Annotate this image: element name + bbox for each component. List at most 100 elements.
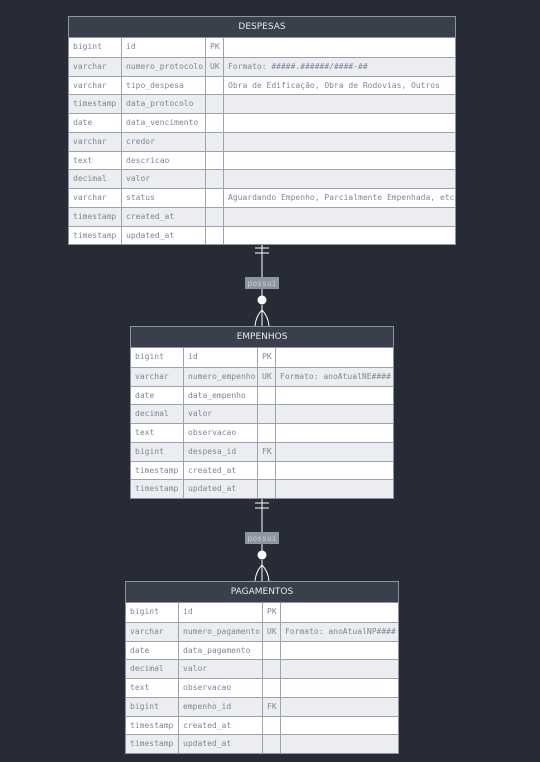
column-key	[257, 424, 275, 442]
relationship-label: possui	[248, 534, 277, 543]
relationship-label-bg	[245, 277, 279, 289]
column-note	[223, 132, 455, 151]
column-note	[275, 442, 393, 461]
column-key: UK	[205, 57, 223, 76]
column-type: text	[130, 683, 150, 692]
column-name: id	[183, 348, 257, 367]
column-name: descricao	[121, 151, 205, 170]
column-type: bigint	[130, 607, 159, 616]
column-name: valor	[183, 405, 257, 423]
column-note	[223, 151, 455, 170]
column-name: status	[121, 189, 205, 207]
column-type: varchar	[73, 136, 107, 146]
column-key: PK	[205, 38, 223, 57]
column-note	[275, 405, 393, 423]
column-type: date	[73, 118, 93, 127]
column-key	[262, 735, 280, 753]
relationship-label-bg	[245, 532, 279, 544]
column-type: text	[73, 155, 93, 165]
column-key: UK	[257, 367, 275, 386]
table-row[interactable]: timestamp updated_at	[131, 479, 393, 498]
column-type: varchar	[130, 626, 164, 636]
column-type: varchar	[73, 80, 107, 90]
column-note	[280, 641, 398, 660]
column-type: varchar	[73, 193, 107, 202]
column-name: updated_at	[183, 480, 257, 498]
column-type: varchar	[73, 61, 107, 71]
column-type: bigint	[130, 701, 159, 711]
column-name: numero_pagamento	[178, 622, 262, 641]
table-row[interactable]: text descricao	[69, 150, 455, 170]
column-key	[257, 386, 275, 405]
column-type: bigint	[135, 352, 164, 361]
column-type: text	[135, 428, 155, 437]
column-name: observacao	[183, 424, 257, 442]
column-key: FK	[257, 442, 275, 461]
column-note	[223, 170, 455, 188]
optional-mark	[257, 295, 267, 305]
column-key	[205, 76, 223, 95]
column-type: timestamp	[135, 484, 179, 494]
table-row[interactable]: text observacao	[131, 423, 393, 442]
column-type: decimal	[73, 174, 107, 184]
column-name: created_at	[178, 716, 262, 735]
relationship-label: possui	[248, 279, 277, 288]
column-name: updated_at	[121, 226, 205, 245]
column-type: timestamp	[130, 720, 174, 730]
relationship-despesas-empenhos: possui	[245, 241, 279, 327]
column-key	[205, 226, 223, 245]
column-key	[205, 207, 223, 226]
column-name: valor	[121, 170, 205, 188]
column-note	[275, 480, 393, 498]
column-key	[205, 170, 223, 188]
column-key	[262, 679, 280, 697]
column-note: Formato: anoAtualNE####	[275, 367, 393, 386]
column-name: data_vencimento	[121, 114, 205, 132]
column-note	[223, 95, 455, 113]
column-key	[262, 641, 280, 660]
column-key: PK	[257, 348, 275, 367]
column-type: timestamp	[135, 465, 179, 475]
column-name: numero_protocolo	[121, 57, 205, 76]
column-name: despesa_id	[183, 442, 257, 461]
column-type: date	[130, 645, 150, 655]
column-name: id	[121, 38, 205, 57]
column-note	[275, 348, 393, 367]
column-name: id	[178, 603, 262, 622]
table-row[interactable]: timestamp created_at	[126, 715, 398, 735]
column-note	[280, 697, 398, 716]
table-row[interactable]: date data_vencimento	[69, 113, 455, 132]
table-row[interactable]: text observacao	[126, 678, 398, 697]
many-mark	[254, 564, 270, 582]
table-row[interactable]: decimal valor	[69, 169, 455, 188]
column-type: bigint	[135, 446, 164, 456]
column-note	[275, 424, 393, 442]
column-name: observacao	[178, 679, 262, 697]
column-key: UK	[262, 622, 280, 641]
